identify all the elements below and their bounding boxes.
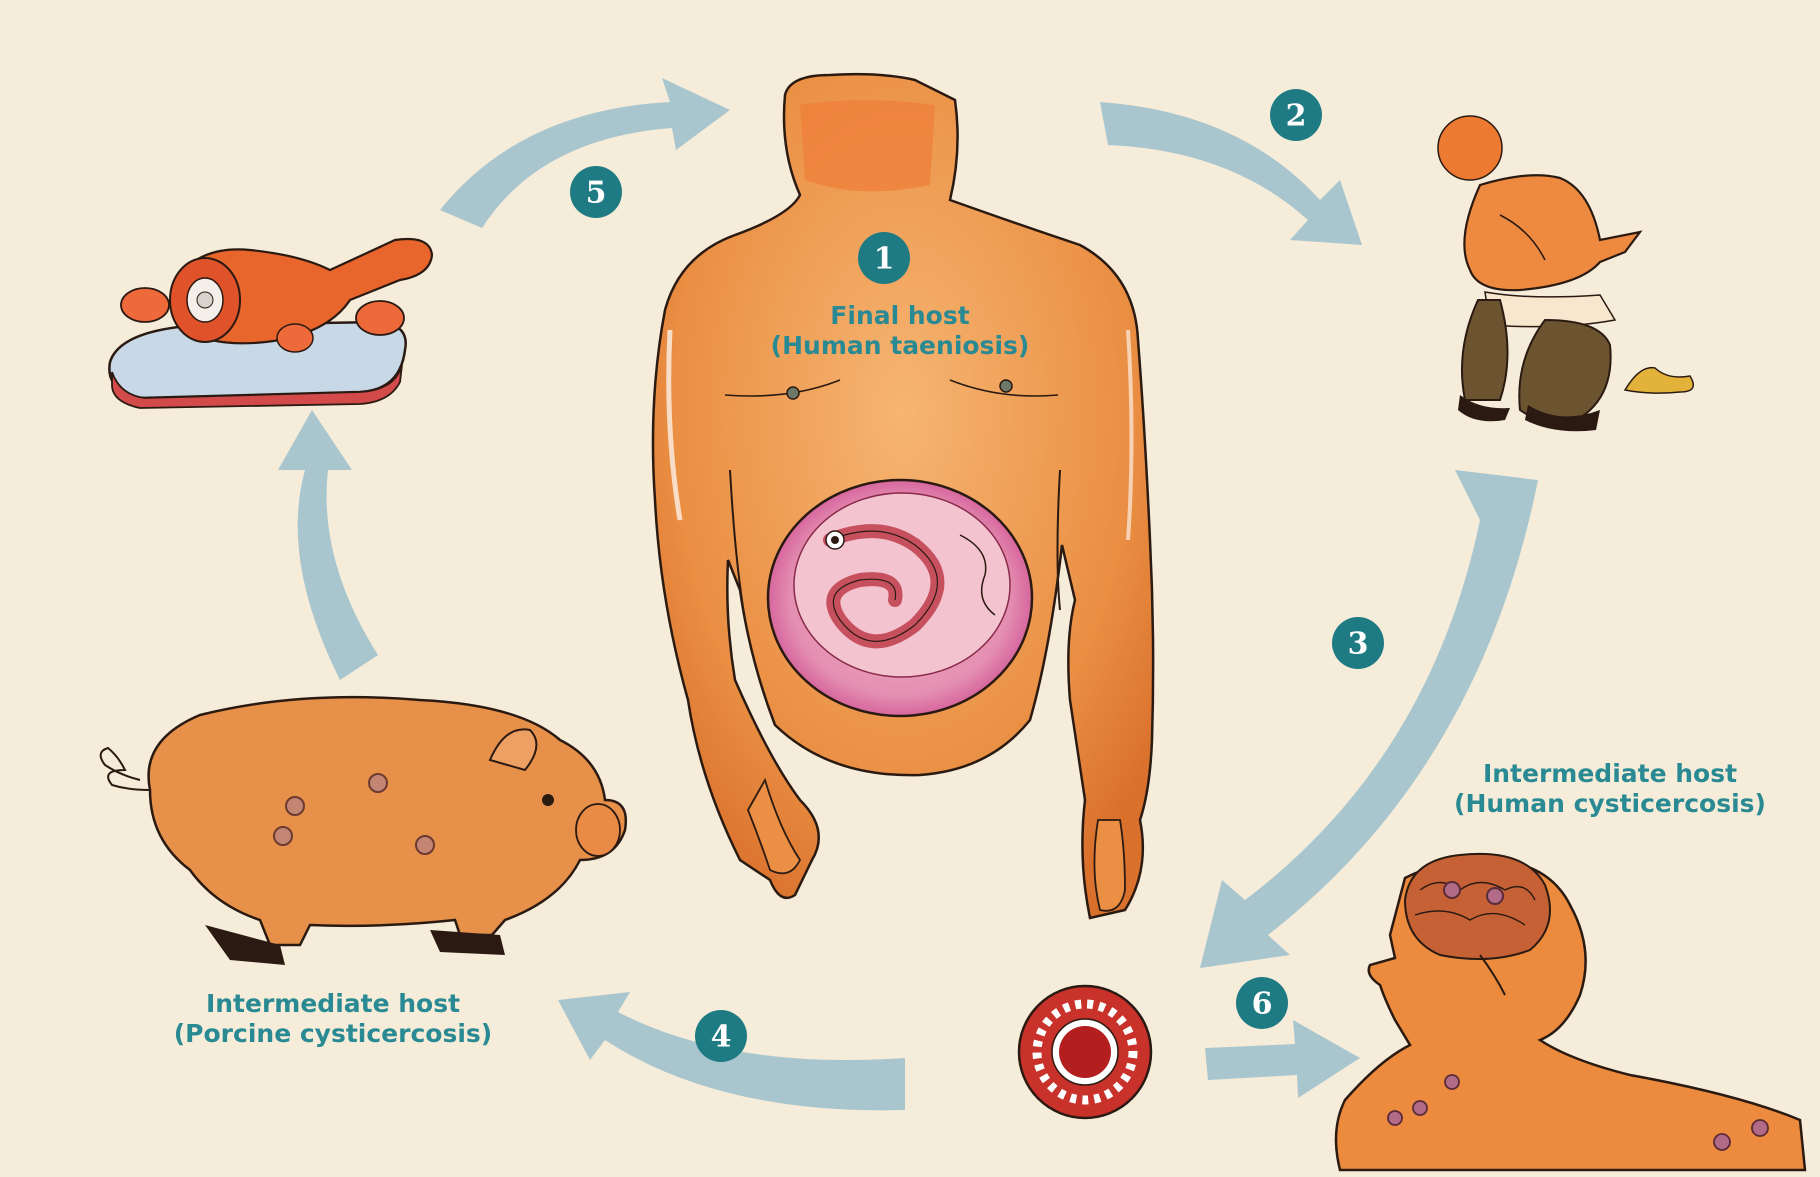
svg-text:1: 1 <box>874 242 895 277</box>
svg-text:5: 5 <box>586 176 607 211</box>
arrow-2-icon <box>1100 102 1362 245</box>
svg-text:(Porcine cysticercosis): (Porcine cysticercosis) <box>174 1019 492 1048</box>
human-head-icon <box>1336 854 1805 1170</box>
step-badge-2: 2 <box>1270 89 1322 141</box>
step-badge-4: 4 <box>695 1010 747 1062</box>
pig-icon <box>101 697 626 965</box>
pork-meat-icon <box>109 239 432 408</box>
intestine-with-tapeworm-icon <box>768 480 1032 716</box>
svg-text:2: 2 <box>1286 99 1307 134</box>
svg-text:Intermediate host: Intermediate host <box>1483 759 1737 788</box>
step-badge-5: 5 <box>570 166 622 218</box>
porcine-intermediate-host-label: Intermediate host (Porcine cysticercosis… <box>174 989 492 1048</box>
svg-text:3: 3 <box>1348 627 1369 662</box>
step-badge-6: 6 <box>1236 977 1288 1029</box>
svg-text:Final host: Final host <box>830 301 969 330</box>
step-badge-3: 3 <box>1332 617 1384 669</box>
svg-text:Intermediate host: Intermediate host <box>206 989 460 1018</box>
taenia-egg-icon <box>1019 986 1151 1118</box>
arrow-pig-to-meat-icon <box>278 410 378 680</box>
svg-text:4: 4 <box>711 1020 732 1055</box>
arrow-6-icon <box>1205 1020 1360 1098</box>
human-torso-icon <box>653 74 1153 918</box>
svg-text:6: 6 <box>1252 987 1273 1022</box>
svg-text:(Human cysticercosis): (Human cysticercosis) <box>1454 789 1766 818</box>
defecating-person-icon <box>1438 116 1693 431</box>
svg-text:(Human taeniosis): (Human taeniosis) <box>771 331 1030 360</box>
step-badge-1: 1 <box>858 232 910 284</box>
human-intermediate-host-label: Intermediate host (Human cysticercosis) <box>1454 759 1766 818</box>
